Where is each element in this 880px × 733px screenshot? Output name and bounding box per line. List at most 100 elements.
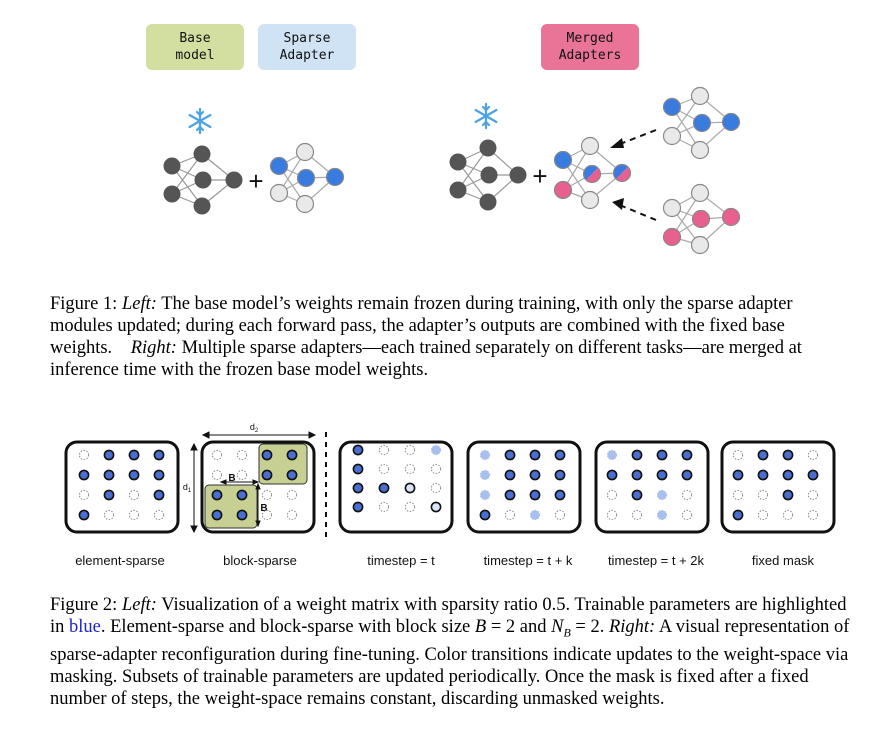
panel-frame-timestep-t-k: [466, 440, 582, 534]
matrix-dot: [430, 444, 442, 456]
dot-grid-block-sparse: [211, 449, 298, 521]
dot-grid-timestep-t-2k: [606, 449, 693, 521]
matrix-dot: [656, 489, 668, 501]
dimension-arrows: [190, 431, 317, 534]
matrix-dot: [782, 469, 794, 481]
label-timestep-t-k: timestep = t + k: [483, 553, 573, 568]
matrix-dot: [479, 469, 491, 481]
matrix-dot: [529, 449, 541, 461]
matrix-dot: [404, 444, 416, 456]
dashed-arrow-bottom: [621, 205, 657, 221]
matrix-dot: [656, 469, 668, 481]
matrix-dot: [211, 469, 223, 481]
dot-grid-timestep-t-k: [479, 449, 566, 521]
matrix-dot: [261, 509, 273, 521]
matrix-dot: [430, 501, 442, 513]
matrix-dot: [807, 469, 819, 481]
figure2-eq2: = 2.: [570, 617, 605, 637]
matrix-dot: [681, 469, 693, 481]
block-highlight-bottom-left: [204, 484, 258, 529]
matrix-dot: [782, 489, 794, 501]
matrix-dot: [211, 489, 223, 501]
figure2-caption-part1: Visualization of a weight matrix with sp…: [50, 595, 847, 637]
matrix-dot: [504, 449, 516, 461]
legend-base-model: Base model: [146, 24, 244, 70]
figure2-blue-word: blue: [69, 617, 101, 637]
matrix-dot: [78, 449, 90, 461]
matrix-dot: [807, 449, 819, 461]
matrix-dot: [78, 469, 90, 481]
matrix-dot: [153, 449, 165, 461]
figure1-right-text: Multiple sparse adapters—each trained se…: [50, 338, 802, 380]
matrix-dot: [261, 449, 273, 461]
matrix-dot: [78, 509, 90, 521]
matrix-dot: [128, 469, 140, 481]
legend-merged-adapters: Merged Adapters: [541, 24, 639, 70]
plus-sign-right: +: [532, 161, 547, 191]
matrix-dot: [631, 489, 643, 501]
matrix-dot: [807, 509, 819, 521]
matrix-dot: [430, 463, 442, 475]
matrix-dot: [631, 449, 643, 461]
matrix-dot: [378, 482, 390, 494]
figure2-caption-part2: . Element-sparse and block-sparse with b…: [100, 617, 471, 637]
matrix-dot: [211, 509, 223, 521]
matrix-dot: [103, 489, 115, 501]
arrowhead-top: [610, 138, 624, 148]
figure2-nb-subscript: B: [563, 625, 571, 640]
matrix-dot: [504, 489, 516, 501]
matrix-dot: [656, 449, 668, 461]
matrix-dot: [128, 489, 140, 501]
matrix-dot: [554, 449, 566, 461]
matrix-dot: [529, 509, 541, 521]
figure2-right-tag: Right:: [608, 617, 656, 637]
matrix-dot: [479, 509, 491, 521]
label-timestep-t: timestep = t: [367, 553, 435, 568]
plus-sign-left: +: [248, 166, 263, 196]
matrix-dot: [352, 463, 364, 475]
matrix-dot: [656, 509, 668, 521]
matrix-dot: [782, 449, 794, 461]
panel-frame-fixed-mask: [720, 440, 836, 534]
matrix-dot: [153, 489, 165, 501]
panel-frame-timestep-t-2k: [594, 440, 710, 534]
matrix-dot: [554, 489, 566, 501]
figure2-diagram: d2 d1 B B: [64, 422, 836, 542]
matrix-dot: [529, 469, 541, 481]
matrix-dot: [153, 509, 165, 521]
matrix-dot: [153, 469, 165, 481]
matrix-dot: [286, 449, 298, 461]
label-element-sparse: element-sparse: [75, 553, 165, 568]
matrix-dot: [681, 489, 693, 501]
matrix-dot: [78, 489, 90, 501]
figure1-left-tag: Left:: [121, 294, 157, 314]
matrix-dot: [103, 469, 115, 481]
figure2-left-tag: Left:: [121, 595, 157, 615]
matrix-dot: [631, 509, 643, 521]
snowflake-icon-left: [188, 107, 212, 135]
dim-label-d2: d2: [250, 422, 259, 434]
matrix-dot: [504, 509, 516, 521]
sparse-adapter-network-left: [269, 142, 345, 214]
matrix-dot: [128, 509, 140, 521]
matrix-dot: [404, 463, 416, 475]
figure2-nb-symbol: N: [551, 617, 564, 637]
merged-adapter-network: [553, 136, 632, 210]
base-network-left: [163, 145, 243, 215]
matrix-dot: [261, 489, 273, 501]
matrix-dot: [103, 449, 115, 461]
matrix-dot: [606, 449, 618, 461]
matrix-dot: [606, 509, 618, 521]
matrix-dot: [479, 449, 491, 461]
matrix-dot: [757, 469, 769, 481]
matrix-dot: [529, 489, 541, 501]
matrix-dot: [286, 489, 298, 501]
task-adapter-blue: [662, 86, 741, 160]
label-timestep-t-2k: timestep = t + 2k: [607, 553, 705, 568]
matrix-dot: [236, 449, 248, 461]
matrix-dot: [286, 509, 298, 521]
matrix-dot: [404, 501, 416, 513]
label-fixed-mask: fixed mask: [751, 553, 815, 568]
matrix-dot: [479, 489, 491, 501]
matrix-dot: [352, 444, 364, 456]
